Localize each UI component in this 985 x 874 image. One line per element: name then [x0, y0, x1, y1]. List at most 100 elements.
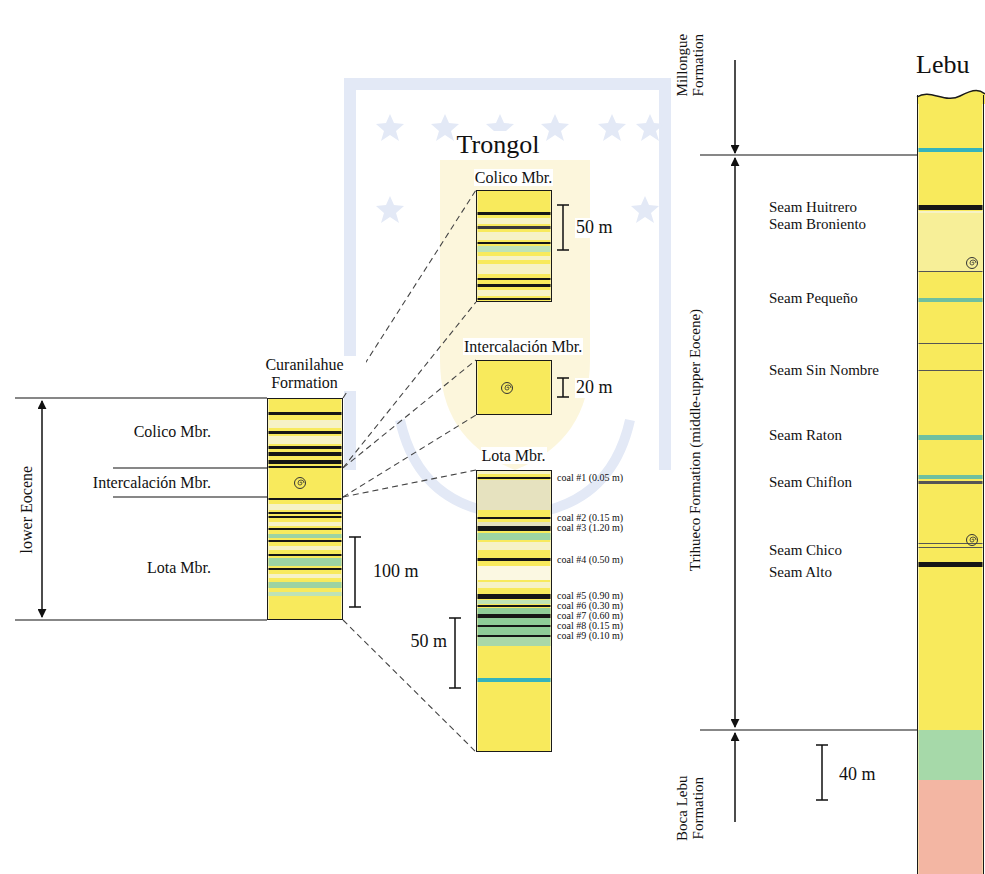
age-label: lower Eocene	[18, 465, 35, 555]
watermark-star	[541, 114, 569, 141]
stratigraphic-column: Lota Mbr.	[476, 470, 552, 752]
rock-band	[269, 446, 342, 449]
rock-band	[269, 498, 342, 500]
rock-band	[919, 211, 983, 213]
rock-band	[478, 256, 551, 260]
rock-band	[919, 730, 983, 780]
column-heading: Lebu	[915, 51, 970, 79]
watermark-wreath	[400, 420, 630, 515]
coal-seam-label: coal #2 (0.15 m)	[556, 513, 624, 523]
range-arrow	[734, 733, 736, 822]
rock-band	[919, 562, 983, 567]
rock-band	[478, 614, 551, 618]
rock-band	[269, 504, 342, 510]
rock-band	[478, 360, 551, 415]
rock-band	[919, 370, 983, 371]
watermark-star	[631, 196, 659, 223]
rock-band	[269, 516, 342, 518]
rock-band	[478, 242, 551, 244]
rock-band	[269, 420, 342, 428]
rock-band	[478, 232, 551, 240]
scale-label: 50 m	[409, 632, 448, 651]
rock-band	[269, 554, 342, 556]
rock-band	[478, 605, 551, 607]
scale-bars	[349, 205, 828, 800]
rock-bands	[269, 101, 983, 874]
rock-band	[269, 460, 342, 464]
rock-band	[269, 431, 342, 434]
seam-name: Seam Chico	[768, 542, 843, 558]
rock-band	[478, 226, 551, 229]
rock-band	[269, 534, 342, 538]
range-arrow	[41, 401, 43, 617]
watermark	[350, 84, 665, 515]
rock-band	[269, 546, 342, 550]
rock-band	[478, 526, 551, 531]
rock-band	[478, 522, 551, 526]
rock-band	[478, 264, 551, 274]
fossil-symbol	[295, 478, 306, 489]
range-arrow	[734, 158, 736, 727]
rock-band	[478, 594, 551, 599]
rock-band	[919, 343, 983, 344]
stratigraphic-column: Lebu	[917, 95, 984, 874]
rock-band	[919, 101, 983, 874]
coal-seam-label: coal #6 (0.30 m)	[556, 601, 624, 611]
rock-band	[269, 452, 342, 456]
rock-band	[478, 298, 551, 300]
rock-band	[478, 566, 551, 580]
scale-bar	[816, 745, 828, 800]
rock-band	[478, 627, 551, 635]
member-name: Colico Mbr.	[133, 423, 212, 440]
rock-band	[269, 540, 342, 542]
seam-name: Seam Sin Nombre	[768, 362, 880, 378]
coal-seam-label: coal #3 (1.20 m)	[556, 523, 624, 533]
rock-band	[478, 218, 551, 224]
coal-seam-label: coal #1 (0.05 m)	[556, 473, 624, 483]
seam-name: Seam Broniento	[768, 217, 867, 232]
watermark-star	[598, 114, 626, 141]
rock-band	[478, 290, 551, 296]
coal-seam-label: coal #8 (0.15 m)	[556, 621, 624, 631]
rock-band	[478, 278, 551, 280]
rock-band	[269, 574, 342, 578]
rock-band	[478, 284, 551, 287]
rock-band	[269, 466, 342, 468]
rock-band	[478, 533, 551, 540]
rock-band	[269, 436, 342, 444]
rock-band	[919, 205, 983, 210]
rock-band	[478, 600, 551, 604]
boundary-line	[700, 155, 917, 730]
coal-seam-label: coal #9 (0.10 m)	[556, 631, 624, 641]
member-name: Lota Mbr.	[146, 559, 212, 576]
range-arrow	[734, 60, 736, 153]
formation-name: Boca Lebu Formation	[674, 760, 706, 857]
scale-label: 20 m	[575, 378, 614, 397]
correlation-line	[343, 415, 476, 497]
seam-name: Seam Huitrero	[768, 200, 858, 215]
rock-band	[919, 213, 983, 271]
rock-band	[478, 678, 551, 682]
column-heading: Colico Mbr.	[474, 169, 553, 186]
scale-bar	[557, 205, 569, 250]
rock-band	[478, 480, 551, 510]
scale-bar	[349, 537, 361, 607]
seam-name: Seam Chiflon	[768, 474, 853, 490]
rock-band	[478, 558, 551, 561]
rock-band	[919, 543, 983, 544]
rock-band	[478, 582, 551, 588]
rock-band	[478, 542, 551, 550]
watermark-star	[376, 196, 404, 223]
coal-seam-label: coal #7 (0.60 m)	[556, 611, 624, 621]
rock-band	[269, 558, 342, 566]
rock-band	[919, 481, 983, 484]
rock-band	[478, 470, 551, 752]
scale-label: 50 m	[575, 218, 614, 237]
fossil-symbol	[967, 535, 978, 546]
seam-name: Seam Pequeño	[768, 290, 859, 306]
rock-band	[269, 582, 342, 588]
column-bands	[478, 360, 551, 415]
stratigraphic-column: Curanilahue Formation	[267, 398, 343, 620]
boundary-line	[15, 398, 267, 620]
rock-band	[269, 522, 342, 526]
